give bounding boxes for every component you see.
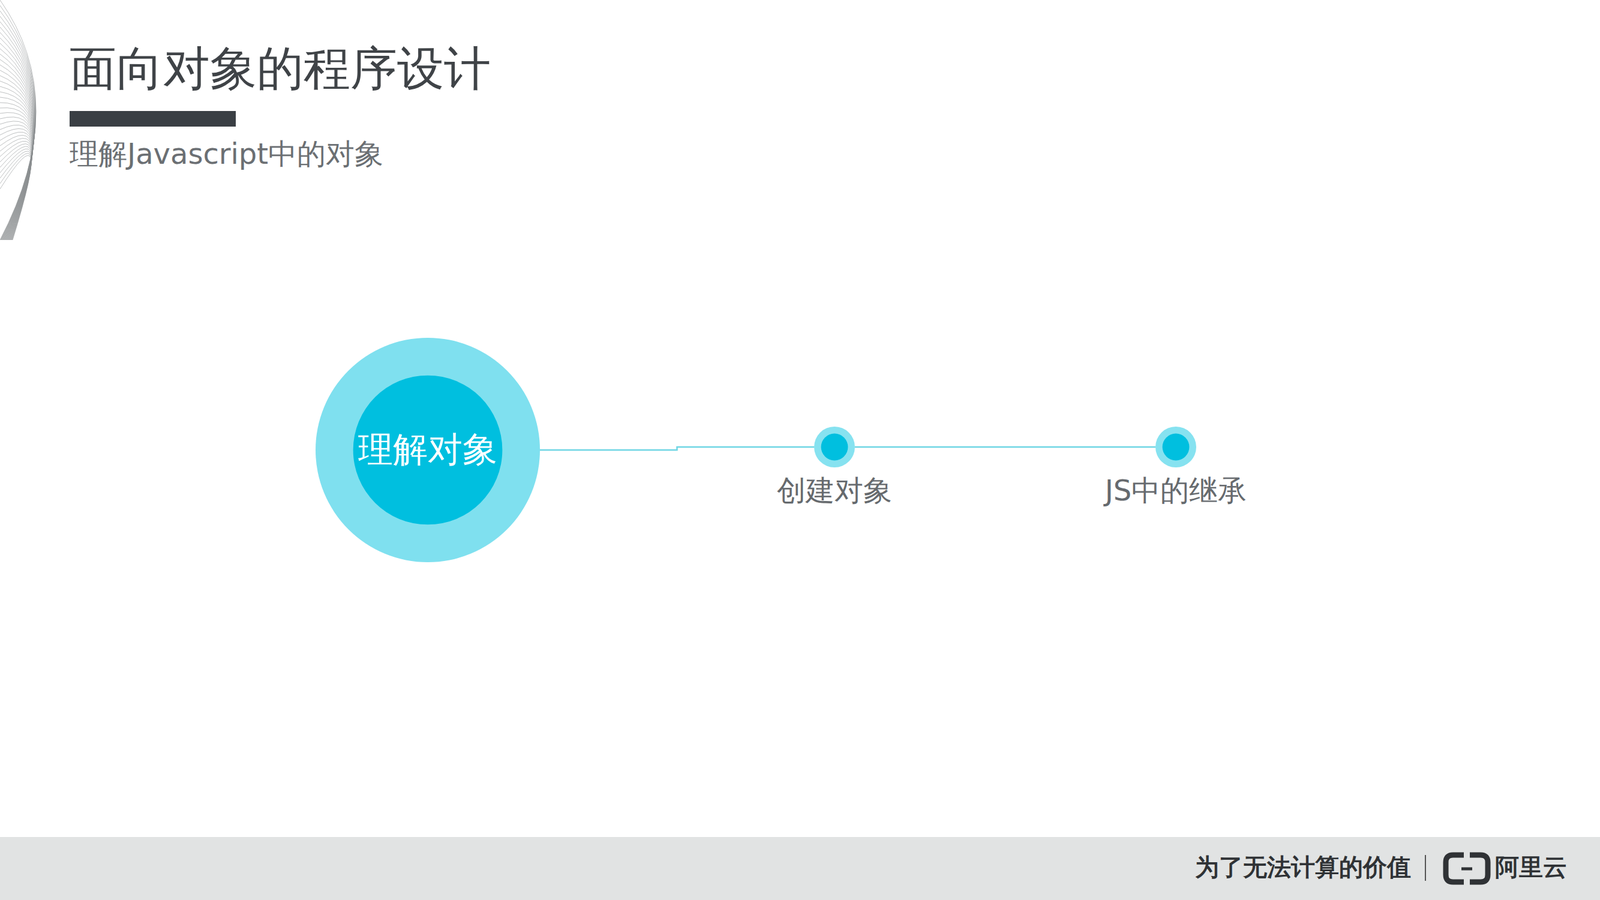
step-dot: 创建对象: [814, 426, 855, 468]
fan-ornament: [0, 0, 36, 240]
footer-divider: [1424, 854, 1427, 881]
logo-icon: [1445, 854, 1488, 882]
brand-name: 阿里云: [1495, 852, 1568, 882]
slogan: 为了无法计算的价值: [1195, 852, 1412, 882]
circle-shape: [1155, 426, 1197, 468]
step-dot: JS中的继承: [1155, 426, 1197, 468]
topic-circle: 理解对象: [315, 337, 540, 563]
title-bar: [69, 110, 236, 127]
topic-label: 理解对象: [358, 428, 498, 471]
subtitle: 理解Javascript中的对象: [69, 136, 384, 172]
connector-line: [539, 446, 815, 450]
circle-shape: [814, 426, 855, 468]
step-label: JS中的继承: [1105, 473, 1248, 509]
slide-title: 面向对象的程序设计: [69, 40, 491, 98]
footer-band: [0, 836, 1600, 900]
connector-line: [854, 446, 1156, 449]
step-label: 创建对象: [776, 473, 893, 509]
